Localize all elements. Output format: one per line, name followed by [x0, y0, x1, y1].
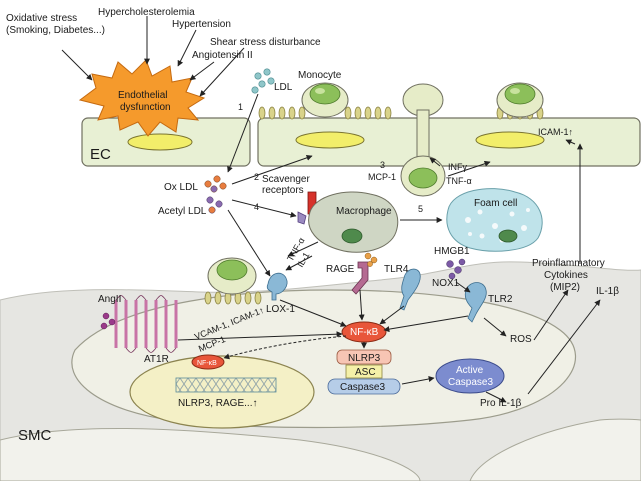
- ec-nucleus-3: [475, 131, 545, 149]
- label-il1b-top: IL-1β: [596, 286, 619, 297]
- transmigrating-monocyte: [400, 83, 446, 197]
- ec-nucleus-1: [127, 133, 193, 151]
- ec-nucleus-2: [295, 131, 365, 149]
- tlr4-receptor-icon: [399, 268, 421, 311]
- label-step-2: 2: [254, 172, 259, 182]
- label-smc: SMC: [18, 427, 52, 444]
- label-angiotensin: Angiotensin II: [192, 50, 253, 61]
- label-hypercholesterolemia: Hypercholesterolemia: [98, 7, 195, 18]
- label-hmgb1: HMGB1: [434, 246, 470, 257]
- label-receptors: receptors: [262, 185, 304, 196]
- nfkb-small: [191, 354, 225, 370]
- dna-strand-icon: [176, 378, 276, 392]
- label-oxidative-stress-detail: (Smoking, Diabetes...): [6, 25, 105, 36]
- smc-cell-lower-right: [469, 418, 641, 481]
- smc-cell-lower-left: [0, 427, 421, 481]
- label-tlr4: TLR4: [384, 264, 409, 275]
- label-ox-ldl: Ox LDL: [164, 182, 198, 193]
- at1r-receptor-icon: [114, 300, 178, 348]
- label-scavenger: Scavenger: [262, 174, 310, 185]
- monocyte-right: [496, 82, 544, 118]
- nlrp3-box: [336, 349, 392, 365]
- label-angii: AngII: [98, 294, 121, 305]
- label-shear-stress: Shear stress disturbance: [210, 37, 321, 48]
- label-icam1-top: ICAM-1↑: [538, 127, 573, 137]
- monocyte-top: [301, 82, 349, 118]
- label-monocyte: Monocyte: [298, 70, 342, 81]
- macrophage-receptor-icon: [297, 211, 307, 225]
- lox1-receptor-icon: [266, 272, 288, 301]
- active-caspase3: [435, 358, 505, 394]
- label-tlr2: TLR2: [488, 294, 513, 305]
- label-mcp1-top: MCP-1: [368, 172, 396, 182]
- label-rage: RAGE: [326, 264, 355, 275]
- label-acetyl-ldl: Acetyl LDL: [158, 206, 207, 217]
- label-asc: ASC: [355, 367, 376, 378]
- rage-receptor-icon: [351, 261, 369, 295]
- label-nlrp3: NLRP3: [348, 353, 381, 364]
- nfkb-translocation-arrow: [223, 335, 347, 360]
- label-ifn-gamma: INFγ: [448, 162, 467, 172]
- label-ec: EC: [90, 146, 111, 163]
- caspase3-box: [327, 378, 401, 395]
- asc-box: [345, 364, 383, 379]
- label-caspase3: Caspase3: [340, 382, 385, 393]
- label-dysfunction: dysfunction: [120, 102, 171, 113]
- monocyte-smc: [204, 257, 262, 305]
- label-pro-il1b: Pro IL-1β: [480, 398, 522, 409]
- label-endothelial: Endothelial: [118, 90, 167, 101]
- tlr2-receptor-icon: [464, 282, 487, 323]
- label-foam-cell: Foam cell: [474, 198, 517, 209]
- label-ros: ROS: [510, 334, 532, 345]
- endothelial-dysfunction-burst: [78, 59, 206, 137]
- macrophage: [297, 191, 399, 253]
- label-step-3: 3: [380, 160, 385, 170]
- at1r-receptor-outline: [115, 295, 177, 353]
- dna-strand-outline: [175, 377, 277, 393]
- rage-ligands: [364, 252, 378, 267]
- label-ldl: LDL: [274, 82, 293, 93]
- angii-particles: [100, 312, 116, 330]
- label-hypertension: Hypertension: [172, 19, 231, 30]
- endothelial-cell-right: [257, 117, 641, 167]
- label-macrophage: Macrophage: [336, 206, 392, 217]
- label-mip2: (MIP2): [550, 282, 580, 293]
- label-tnf-alpha-top: TNF-α: [446, 176, 472, 186]
- label-active: Active: [456, 365, 484, 376]
- label-step-1: 1: [238, 102, 243, 112]
- acetyl-ldl-particles: [206, 196, 223, 214]
- label-nfkb-small: NF-κB: [197, 360, 217, 367]
- ox-ldl-particles: [204, 175, 227, 193]
- label-nlrp3-rage: NLRP3, RAGE...↑: [178, 398, 257, 409]
- label-nox1: NOX1: [432, 278, 460, 289]
- label-nfkb-main: NF-κB: [350, 327, 379, 338]
- arrows: [61, 16, 601, 403]
- label-active-caspase3: Caspase3: [448, 377, 493, 388]
- label-lox1: LOX-1: [266, 304, 295, 315]
- label-step-5: 5: [418, 204, 423, 214]
- label-cytokines: Cytokines: [544, 270, 588, 281]
- label-proinflammatory: Proinflammatory: [532, 258, 605, 269]
- label-oxidative-stress: Oxidative stress: [6, 13, 77, 24]
- ldl-particles: [251, 68, 275, 94]
- label-step-4: 4: [254, 202, 259, 212]
- foam-cell: [446, 188, 543, 252]
- hmgb1-particles: [446, 258, 466, 280]
- label-at1r: AT1R: [144, 354, 169, 365]
